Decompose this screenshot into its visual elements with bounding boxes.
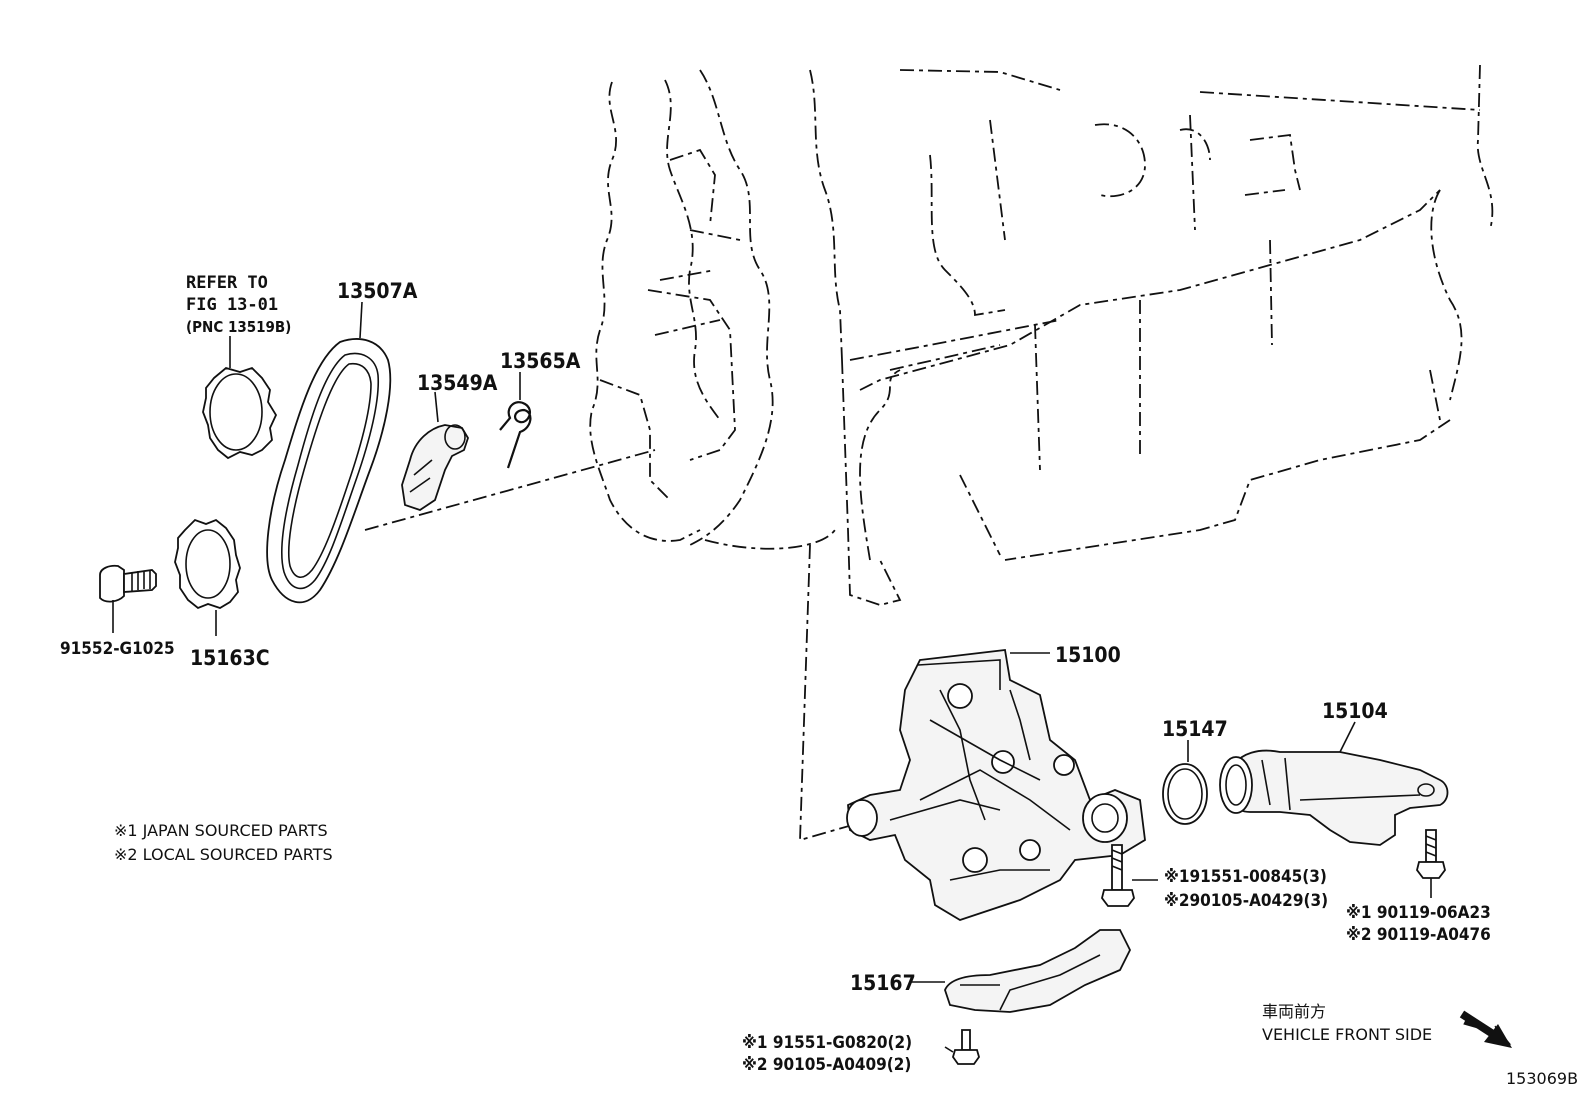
- reference-note-line2: FIG 13-01: [186, 295, 278, 315]
- engine-block-outline: [364, 64, 1494, 842]
- baffle-bolt: [944, 1029, 980, 1065]
- label-bolt-b-local: ※2 90119-A0476: [1346, 925, 1491, 945]
- reference-note-line1: REFER TO: [186, 273, 268, 293]
- vehicle-front-arrow-icon: [1459, 1010, 1512, 1048]
- pump-drive-sprocket: [174, 518, 241, 636]
- timing-chain: [266, 301, 392, 604]
- label-bolt-a-japan: ※191551-00845(3): [1164, 867, 1327, 887]
- label-bolt-b-japan: ※1 90119-06A23: [1346, 903, 1491, 923]
- oil-strainer: [1219, 721, 1449, 846]
- label-15100: 15100: [1055, 643, 1121, 667]
- baffle-plate: [910, 929, 1132, 1013]
- figure-id: 153069B: [1506, 1069, 1578, 1088]
- label-bolt-a-local: ※290105-A0429(3): [1164, 891, 1328, 911]
- direction-english: VEHICLE FRONT SIDE: [1262, 1025, 1432, 1044]
- label-15104: 15104: [1322, 699, 1388, 723]
- label-15147: 15147: [1162, 717, 1228, 741]
- reference-note-line3: (PNC 13519B): [186, 318, 291, 336]
- label-15167: 15167: [850, 971, 916, 995]
- sprocket-bolt: [99, 564, 157, 633]
- o-ring-seal: [1162, 740, 1208, 825]
- label-13565A: 13565A: [500, 349, 581, 373]
- label-91552-G1025: 91552-G1025: [60, 639, 175, 659]
- legend-japan-sourced: ※1 JAPAN SOURCED PARTS: [114, 821, 328, 840]
- tensioner-spring: [499, 372, 532, 469]
- pump-mounting-bolt: [1101, 844, 1158, 907]
- strainer-bolt: [1416, 829, 1446, 898]
- label-bolt-c-local: ※2 90105-A0409(2): [742, 1055, 911, 1075]
- chain-tensioner-arm: [401, 391, 469, 511]
- direction-japanese: 車両前方: [1262, 1002, 1326, 1021]
- label-15163C: 15163C: [190, 646, 270, 670]
- oil-pump-assembly: [846, 649, 1146, 921]
- label-13549A: 13549A: [417, 371, 498, 395]
- label-bolt-c-japan: ※1 91551-G0820(2): [742, 1033, 912, 1053]
- label-13507A: 13507A: [337, 279, 418, 303]
- legend-local-sourced: ※2 LOCAL SOURCED PARTS: [114, 845, 333, 864]
- crank-sprocket-reference: [202, 336, 278, 460]
